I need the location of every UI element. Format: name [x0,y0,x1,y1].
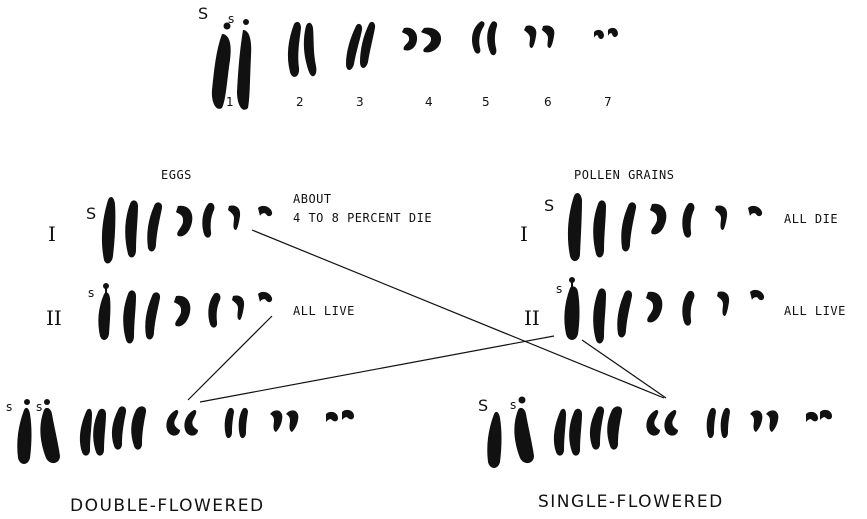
pair-number-4: 4 [425,95,433,109]
double-satellite-label-2: s [36,400,43,414]
pair-number-1: 1 [226,95,234,109]
pollen-row-1-note: ALL DIE [784,212,839,226]
top-satellite-big-label: S [198,4,209,23]
pollen-row-1-chromosomes [567,192,763,262]
top-satellite-small-label: s [228,12,235,26]
double-flowered-label: DOUBLE-FLOWERED [70,496,265,516]
pollen-row-1-roman: I [520,222,528,246]
line-pollen2-to-double [199,335,555,403]
eggs-row-2-chromosomes [98,283,273,344]
eggs-row-1-roman: I [48,222,56,246]
pollen-header: POLLEN GRAINS [574,168,675,182]
pair-number-7: 7 [604,95,612,109]
eggs-row-1-note-line-2: 4 TO 8 PERCENT DIE [293,211,433,225]
chromosome-pair-4 [402,27,442,53]
single-satellite-label-big: S [478,396,489,415]
pair-number-3: 3 [356,95,364,109]
eggs-row-2-satellite-label: s [88,286,95,300]
pollen-row-2-chromosomes [564,277,765,344]
double-satellite-label-1: s [6,400,13,414]
pair-number-5: 5 [482,95,490,109]
chromosome-pair-2 [287,21,317,77]
single-satellite-label-small: s [510,398,517,412]
pollen-row-1-satellite-label: S [544,196,555,215]
eggs-row-1-chromosomes [101,196,273,264]
double-flowered-chromosomes [17,399,354,464]
cross-lines [187,229,667,403]
eggs-row-2-note: ALL LIVE [293,304,355,318]
line-egg1-to-single [251,229,665,399]
pollen-row-2-roman: II [524,306,540,330]
line-pollen2-to-single [581,339,667,399]
line-egg2-to-double [187,315,273,401]
eggs-row-1-note-line-1: ABOUT [293,192,332,206]
pollen-row-2-note: ALL LIVE [784,304,846,318]
eggs-row-1-satellite-label: S [86,204,97,223]
chromosome-pair-1 [211,19,252,110]
eggs-header: EGGS [161,168,192,182]
chromosome-pair-6 [524,25,555,48]
chromosome-pair-3 [346,21,376,70]
chromosome-pair-7 [594,27,618,39]
single-flowered-chromosomes [487,396,832,468]
top-karyotype [211,19,618,110]
pair-number-6: 6 [544,95,552,109]
single-flowered-label: SINGLE-FLOWERED [538,492,724,512]
pollen-row-2-satellite-label: s [556,282,563,296]
eggs-row-2-roman: II [46,306,62,330]
pair-number-2: 2 [296,95,304,109]
chromosome-pair-5 [472,21,498,56]
